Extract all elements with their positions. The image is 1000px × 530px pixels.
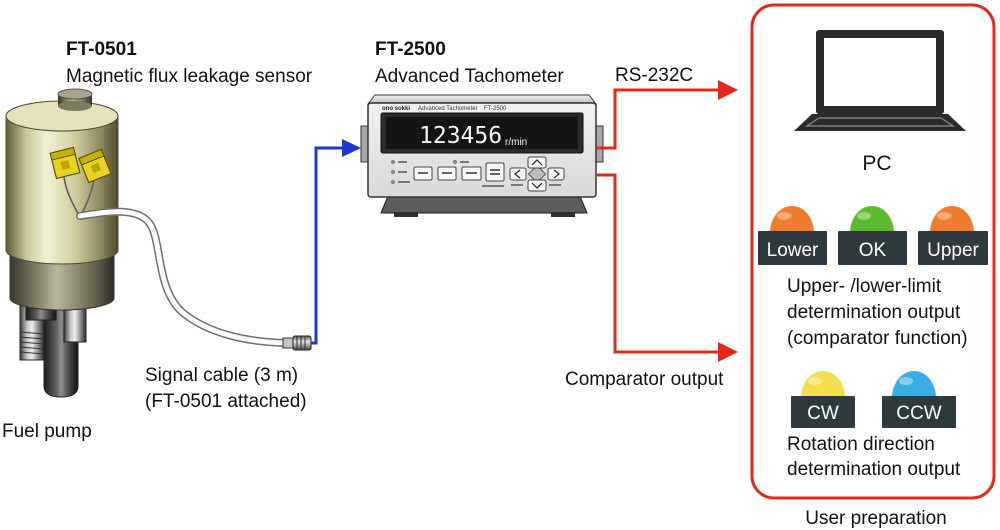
fuel-pump-illustration: [5, 88, 119, 398]
lamp-label-ccw: CCW: [896, 403, 941, 424]
user-preparation-label: User preparation: [805, 508, 947, 529]
tachometer-model-title: FT-2500: [375, 39, 446, 60]
rs232c-line: [597, 88, 720, 150]
pc-label: PC: [862, 152, 891, 175]
lamp-label-cw: CW: [807, 403, 839, 424]
signal-line-blue: [311, 146, 344, 345]
sensor-model-title: FT-0501: [66, 39, 137, 60]
lamp-plate-cw: [791, 396, 855, 428]
pump-shafts: [19, 295, 87, 398]
lamp-upper: Upper: [918, 206, 988, 265]
lamp-plate-ccw: [882, 396, 956, 428]
display-screen: [386, 117, 578, 149]
status-leds: [390, 159, 469, 185]
chevron-left-icon: [514, 169, 521, 179]
tachometer-name: Advanced Tachometer: [375, 66, 564, 87]
sensor-name: Magnetic flux leakage sensor: [66, 66, 313, 87]
faceplate-brand: ono sokki: [382, 106, 410, 112]
device-base: [380, 195, 588, 214]
lamp-ccw: CCW: [882, 371, 956, 428]
lamp-dome-lower: [770, 206, 814, 233]
lamp-ok: OK: [838, 206, 907, 265]
comparator-line: [597, 173, 720, 354]
laptop-icon: [794, 30, 966, 131]
lamp-plate-upper: [918, 231, 988, 265]
lamp-cw: CW: [791, 371, 855, 428]
laptop-screen: [824, 38, 936, 106]
faceplate-model: FT-2500: [484, 106, 507, 112]
rotation-caption-line2: determination output: [787, 459, 961, 480]
laptop-base: [794, 114, 966, 131]
lamp-plate-ok: [838, 231, 907, 265]
nav-right-button: [547, 167, 565, 181]
comparator-label: Comparator output: [565, 369, 724, 390]
comparator-arrowhead: [718, 342, 738, 362]
device-button-4: [485, 162, 505, 182]
chevron-right-icon: [553, 169, 560, 179]
device-foot-right: [551, 212, 575, 217]
sensor-block-right: [78, 148, 112, 184]
lamp-dome-ok: [850, 206, 894, 233]
fuel-pump-label: Fuel pump: [2, 421, 92, 442]
lamp-dome-cw: [801, 371, 845, 398]
lamp-lower: Lower: [758, 206, 827, 265]
limit-caption-line2: determination output: [787, 302, 961, 323]
rs232c-label: RS-232C: [615, 65, 693, 86]
limit-caption-line1: Upper- /lower-limit: [787, 276, 942, 297]
signal-cable: [77, 209, 289, 346]
lamp-label-lower: Lower: [767, 240, 819, 261]
rs232c-arrowhead: [718, 80, 738, 100]
cable-label-line1: Signal cable (3 m): [145, 365, 298, 386]
device-foot-left: [394, 212, 418, 217]
lamp-label-upper: Upper: [927, 240, 979, 261]
cable-connector: [282, 335, 312, 351]
nav-up-button: [527, 156, 547, 169]
user-preparation-box: [750, 3, 996, 500]
laptop-keyboard-edge: [805, 117, 955, 127]
lamp-dome-ccw: [892, 371, 936, 398]
nav-center: [527, 164, 547, 184]
nav-left-button: [509, 167, 527, 181]
nav-down-button: [527, 179, 547, 192]
display-value: 123456: [419, 123, 502, 149]
chevron-down-icon: [531, 182, 543, 189]
rotation-caption-line1: Rotation direction: [787, 434, 935, 455]
lamp-plate-lower: [758, 231, 827, 265]
cable-label-line2: (FT-0501 attached): [145, 391, 307, 412]
pump-top-knob-cap: [57, 88, 93, 100]
pump-body: [5, 115, 119, 265]
display-unit: r/min: [505, 137, 527, 148]
lamp-dome-upper: [930, 206, 974, 233]
limit-caption-line3: (comparator function): [787, 328, 968, 349]
faceplate-title: Advanced Tachometer: [418, 106, 478, 112]
function-buttons: [413, 162, 505, 187]
pump-top-knob-base: [58, 101, 92, 111]
sensor-block-left: [49, 146, 81, 180]
lamp-label-ok: OK: [859, 240, 887, 261]
chevron-up-icon: [531, 159, 543, 166]
navigation-pad: [509, 156, 565, 192]
signal-arrowhead: [342, 139, 361, 157]
pump-lower-housing: [9, 249, 115, 311]
shaft-threads: [19, 331, 45, 355]
ft-2500-device: ono sokki Advanced Tachometer FT-2500 12…: [360, 94, 604, 217]
